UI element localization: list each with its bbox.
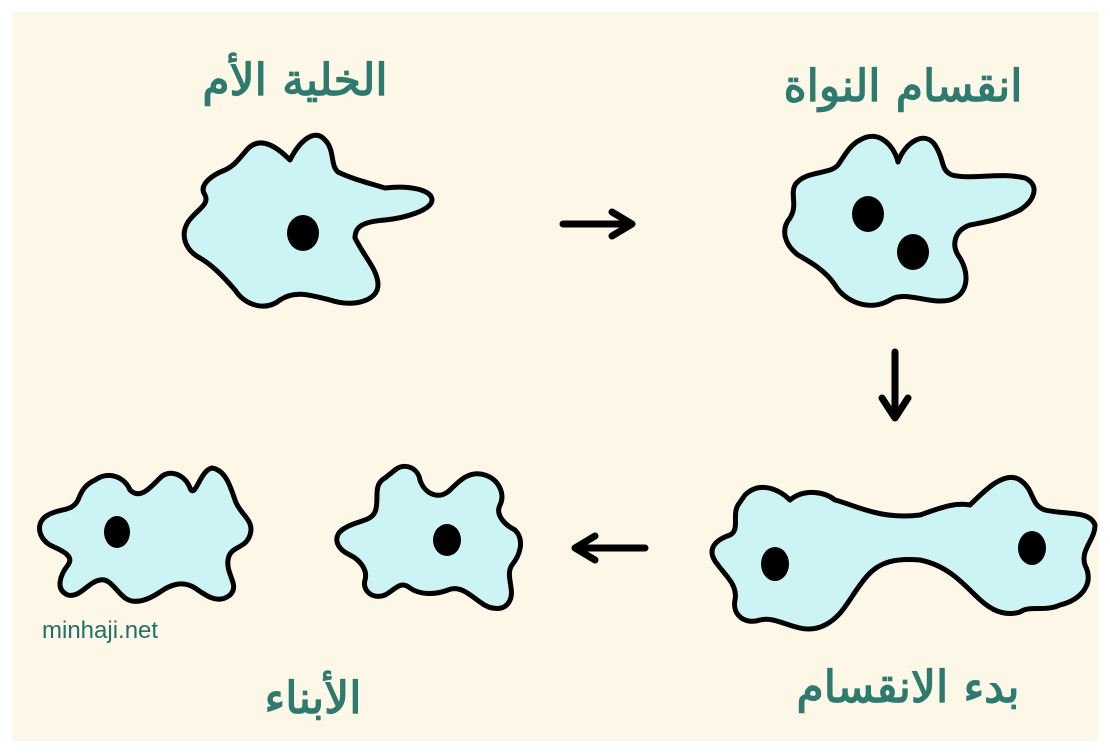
division-start-nucleus-right: [1018, 531, 1046, 565]
nucleus-division-nucleus-b: [897, 234, 929, 270]
label-division-start: بدء الانقسام: [796, 662, 1019, 714]
offspring-cell-left: [40, 468, 251, 601]
division-start-nucleus-left: [761, 547, 789, 581]
label-offspring: الأبناء: [265, 670, 362, 724]
label-mother-cell: الخلية الأم: [202, 52, 387, 107]
label-nucleus-division: انقسام النواة: [784, 61, 1023, 113]
nucleus-division-cell-body: [785, 136, 1034, 305]
watermark-text: minhaji.net: [42, 617, 158, 644]
mother-cell: [184, 135, 432, 306]
nucleus-division-cell: [785, 136, 1034, 305]
arrow-left: [575, 536, 645, 560]
offspring-cell-right: [337, 466, 521, 608]
arrow-right: [563, 212, 632, 236]
offspring-cell-right-nucleus: [433, 524, 461, 556]
mother-cell-nucleus: [287, 215, 319, 251]
arrow-down: [882, 352, 908, 418]
division-start-cell: [712, 477, 1095, 629]
nucleus-division-nucleus-a: [852, 196, 884, 232]
offspring-cell-left-body: [40, 468, 251, 601]
offspring-cell-right-body: [337, 466, 521, 608]
offspring-cell-left-nucleus: [104, 516, 130, 548]
